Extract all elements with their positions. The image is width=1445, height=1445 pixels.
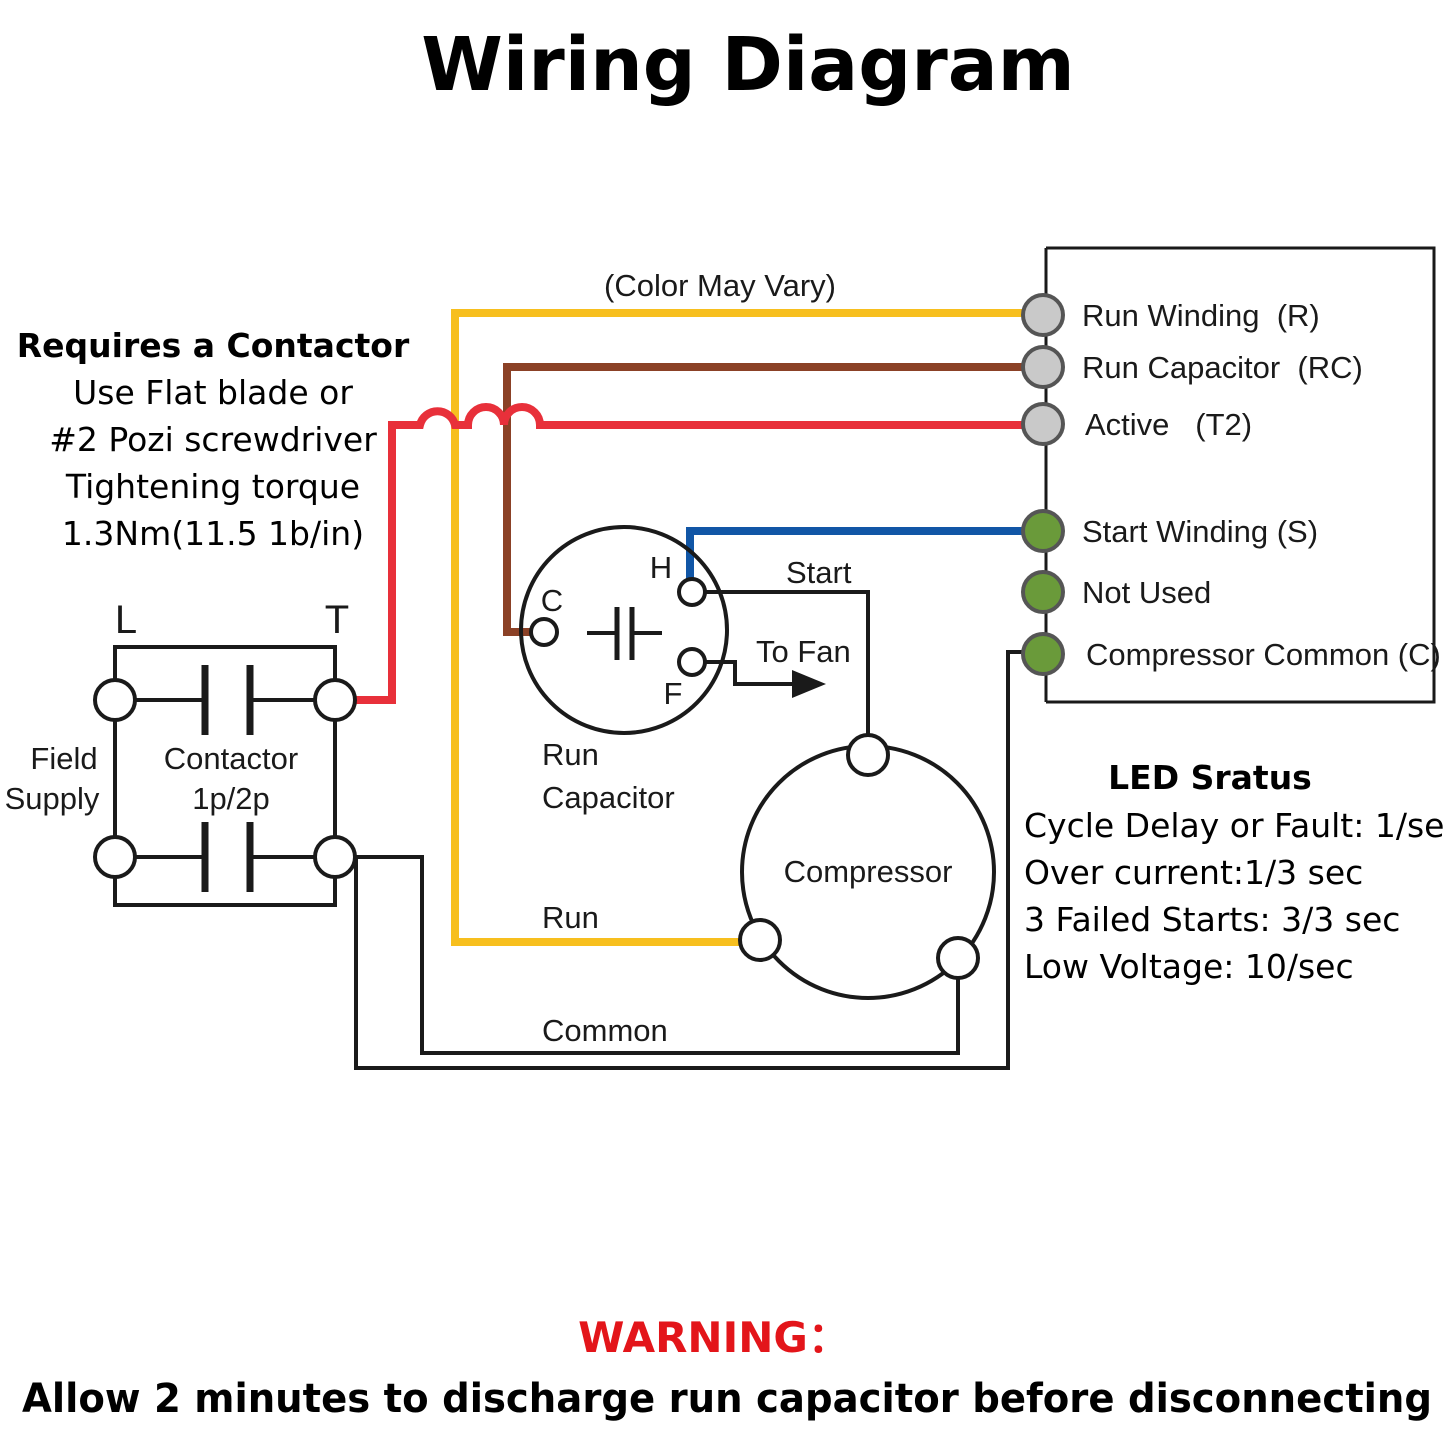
compressor-label: Compressor — [784, 854, 953, 889]
field-supply-label: Supply — [5, 781, 100, 816]
start-wire-label: Start — [786, 555, 852, 590]
capacitor-terminal-h — [677, 577, 707, 607]
page-title: Wiring Diagram — [421, 22, 1075, 108]
capacitor-terminal-f-label: F — [664, 676, 683, 711]
capacitor-terminal-c — [529, 617, 559, 647]
to-fan-arrow-icon — [792, 670, 826, 698]
terminal-block-terminal — [1021, 632, 1065, 676]
terminal-block-terminal — [1021, 509, 1065, 553]
contactor-terminal-t1 — [313, 678, 357, 722]
capacitor-terminal-h-label: H — [650, 550, 672, 585]
compressor-terminal-run — [738, 918, 782, 962]
warning-text: Allow 2 minutes to discharge run capacit… — [22, 1376, 1432, 1422]
capacitor-terminal-f — [677, 647, 707, 677]
led-status-line: Cycle Delay or Fault: 1/sec — [1024, 806, 1445, 845]
contactor-terminal-l2 — [93, 835, 137, 879]
yellow-wire — [451, 309, 1043, 946]
run-capacitor-label: Run — [542, 737, 599, 772]
terminal-block-terminals: Run Winding (R) Run Capacitor (RC) Active … — [1021, 293, 1441, 676]
start-wire — [692, 590, 870, 753]
led-status-heading: LED Sratus — [1108, 758, 1312, 797]
wire-color-note: (Color May Vary) — [604, 268, 836, 303]
contactor-name-label: 1p/2p — [192, 781, 270, 816]
terminal-block-label: Run Capacitor (RC) — [1082, 350, 1363, 385]
terminal-block-terminal — [1021, 570, 1065, 614]
terminal-block-terminal — [1021, 402, 1065, 446]
run-capacitor-label: Capacitor — [542, 780, 675, 815]
common-wire-label: Common — [542, 1013, 668, 1048]
led-status-line: 3 Failed Starts: 3/3 sec — [1024, 900, 1400, 939]
contactor-note-heading: Requires a Contactor — [17, 326, 410, 365]
contactor-terminal-l1 — [93, 678, 137, 722]
brown-wire — [503, 363, 1043, 636]
contactor-terminal-t2 — [313, 835, 357, 879]
contactor-name-label: Contactor — [164, 741, 298, 776]
terminal-block-label: Compressor Common (C) — [1086, 637, 1441, 672]
terminal-block-outline — [1046, 246, 1436, 704]
warning-heading: WARNING： — [578, 1313, 850, 1362]
common-wire-inner — [338, 855, 960, 1055]
capacitor-terminal-c-label: C — [541, 583, 563, 618]
terminal-block-label: Start Winding (S) — [1082, 514, 1318, 549]
contactor-note-line: 1.3Nm(11.5 1b/in) — [62, 514, 364, 553]
contactor-label-l: L — [115, 598, 137, 642]
terminal-block-label: Not Used — [1082, 575, 1211, 610]
red-wire — [338, 403, 1043, 704]
blue-wire — [686, 527, 1043, 590]
to-fan-wire — [692, 660, 795, 686]
run-wire-label: Run — [542, 900, 599, 935]
terminal-block-terminal — [1021, 345, 1065, 389]
terminal-block-label: Active (T2) — [1085, 407, 1252, 442]
contactor-note-line: Tightening torque — [65, 467, 360, 506]
field-supply-label: Field — [30, 741, 97, 776]
contactor-label-t: T — [325, 598, 349, 642]
led-status-line: Low Voltage: 10/sec — [1024, 947, 1354, 986]
terminal-block-label: Run Winding (R) — [1082, 298, 1320, 333]
run-capacitor-body — [519, 525, 729, 735]
terminal-block-terminal — [1021, 293, 1065, 337]
compressor-terminal-start — [846, 733, 890, 777]
contactor-note-line: #2 Pozi screwdriver — [49, 420, 377, 459]
contactor-frame — [113, 645, 337, 907]
to-fan-label: To Fan — [756, 634, 851, 669]
led-status-line: Over current:1/3 sec — [1024, 853, 1363, 892]
compressor-terminal-common — [936, 936, 980, 980]
contactor-note-line: Use Flat blade or — [73, 373, 353, 412]
